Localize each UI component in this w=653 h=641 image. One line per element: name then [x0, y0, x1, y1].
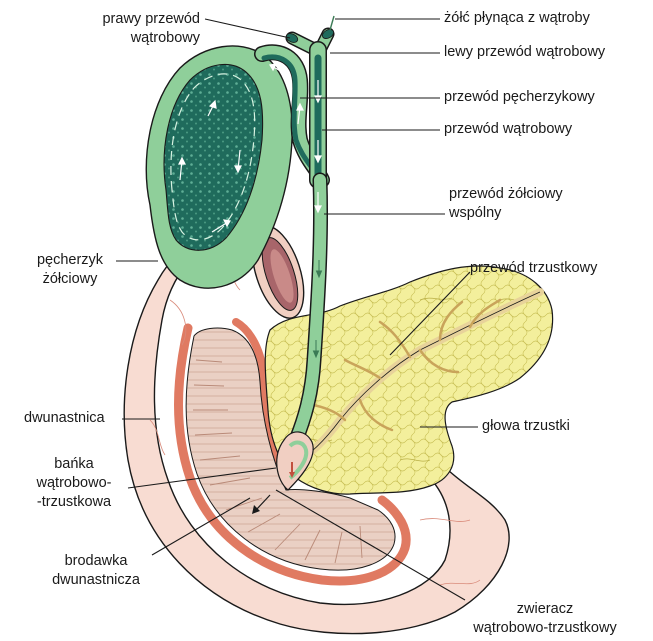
- label-ampulla: bańka wątrobowo- -trzustkowa: [14, 455, 134, 512]
- label-gallbladder: pęcherzyk żółciowy: [20, 251, 120, 289]
- label-papilla: brodawka dwunastnicza: [36, 552, 156, 590]
- label-common-bile-duct: przewód żółciowy wspólny: [449, 185, 563, 223]
- label-left-hepatic-duct: lewy przewód wątrobowy: [444, 43, 605, 62]
- label-cystic-duct: przewód pęcherzykowy: [444, 88, 595, 107]
- label-bile-from-liver: żółć płynąca z wątroby: [444, 9, 590, 28]
- label-right-hepatic-duct: prawy przewód wątrobowy: [50, 10, 200, 48]
- label-pancreas-head: głowa trzustki: [482, 417, 570, 436]
- gallbladder-shape: [146, 46, 322, 288]
- label-hepatic-duct: przewód wątrobowy: [444, 120, 572, 139]
- label-pancreatic-duct: przewód trzustkowy: [470, 259, 597, 278]
- label-sphincter: zwieracz wątrobowo-trzustkowy: [455, 600, 635, 638]
- label-duodenum: dwunastnica: [24, 409, 105, 428]
